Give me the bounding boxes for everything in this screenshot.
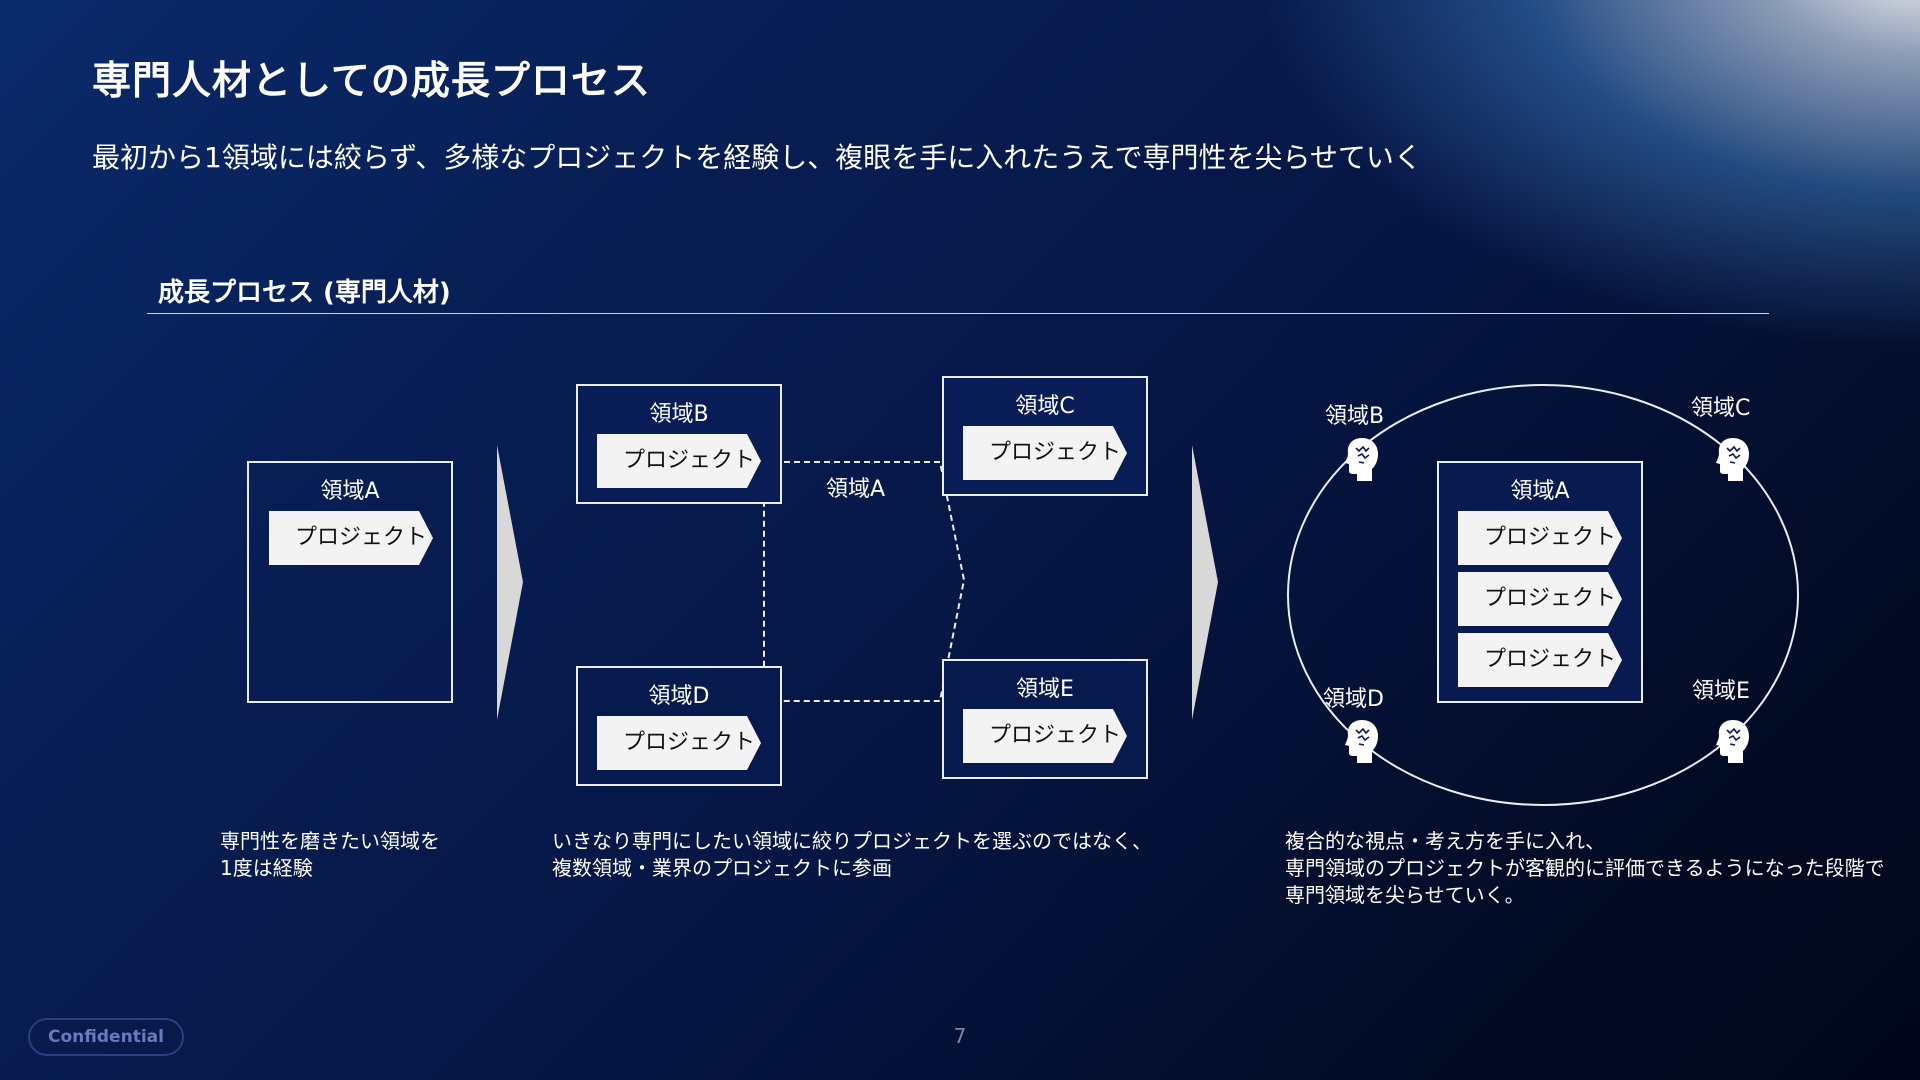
- stage2-domain-e-box: 領域E プロジェクト: [942, 659, 1148, 779]
- page-number: 7: [953, 1024, 967, 1048]
- stage2-domain-b-label: 領域B: [649, 402, 709, 427]
- section-divider: [147, 313, 1769, 314]
- stage3-node-b-label: 領域B: [1325, 404, 1385, 429]
- stage3-center-label: 領域A: [1510, 479, 1570, 504]
- stage2-domain-e-project-tag: プロジェクト: [963, 709, 1127, 763]
- caption-line: 専門領域のプロジェクトが客観的に評価できるようになった段階で: [1285, 856, 1885, 880]
- stage3-center-box: 領域A プロジェクト プロジェクト プロジェクト: [1437, 461, 1643, 703]
- confidential-badge: Confidential: [28, 1018, 184, 1056]
- stage2-center-label: 領域A: [826, 477, 886, 502]
- stage2-caption: いきなり専門にしたい領域に絞りプロジェクトを選ぶのではなく、 複数領域・業界のプ…: [552, 828, 1152, 882]
- stage3-caption: 複合的な視点・考え方を手に入れ、 専門領域のプロジェクトが客観的に評価できるよう…: [1285, 828, 1885, 909]
- stage2-domain-c-label: 領域C: [1015, 394, 1075, 419]
- caption-line: いきなり専門にしたい領域に絞りプロジェクトを選ぶのではなく、: [552, 829, 1152, 853]
- caption-line: 複合的な視点・考え方を手に入れ、: [1285, 829, 1606, 853]
- stage3-project-tag: プロジェクト: [1458, 633, 1622, 687]
- stage3-project-tag: プロジェクト: [1458, 511, 1622, 565]
- stage1-domain-label: 領域A: [320, 479, 380, 504]
- stage2-domain-d-box: 領域D プロジェクト: [576, 666, 782, 786]
- section-title: 成長プロセス (専門人材): [158, 278, 451, 308]
- stage1-project-tag: プロジェクト: [269, 511, 433, 565]
- stage3-node-e-label: 領域E: [1692, 679, 1750, 704]
- stage2-connector: [763, 461, 966, 702]
- caption-line: 1度は経験: [220, 856, 313, 880]
- stage2-domain-b-box: 領域B プロジェクト: [576, 384, 782, 504]
- caption-line: 専門性を磨きたい領域を: [220, 829, 440, 853]
- thinking-head-icon: [1345, 720, 1378, 763]
- stage3-node-d-label: 領域D: [1323, 687, 1384, 712]
- thinking-head-icon: [1716, 438, 1749, 481]
- stage2-domain-d-project-tag: プロジェクト: [597, 716, 761, 770]
- stage2-domain-c-box: 領域C プロジェクト: [942, 376, 1148, 496]
- page-title: 専門人材としての成長プロセス: [92, 59, 651, 104]
- stage1-domain-box: 領域A プロジェクト: [247, 461, 453, 703]
- stage2-domain-b-project-tag: プロジェクト: [597, 434, 761, 488]
- stage1-caption: 専門性を磨きたい領域を 1度は経験: [220, 828, 440, 882]
- stage2-domain-e-label: 領域E: [1016, 677, 1074, 702]
- caption-line: 複数領域・業界のプロジェクトに参画: [552, 856, 892, 880]
- page-subtitle: 最初から1領域には絞らず、多様なプロジェクトを経験し、複眼を手に入れたうえで専門…: [92, 141, 1422, 174]
- caption-line: 専門領域を尖らせていく。: [1285, 883, 1525, 907]
- stage3-node-c-label: 領域C: [1691, 396, 1751, 421]
- chevron-arrow-icon: [497, 445, 523, 720]
- stage3-ellipse: [1287, 384, 1799, 806]
- stage3-project-tag: プロジェクト: [1458, 572, 1622, 626]
- stage2-domain-d-label: 領域D: [648, 684, 710, 709]
- chevron-arrow-icon: [1192, 445, 1218, 720]
- thinking-head-icon: [1716, 720, 1749, 763]
- thinking-head-icon: [1345, 438, 1378, 481]
- stage2-domain-c-project-tag: プロジェクト: [963, 426, 1127, 480]
